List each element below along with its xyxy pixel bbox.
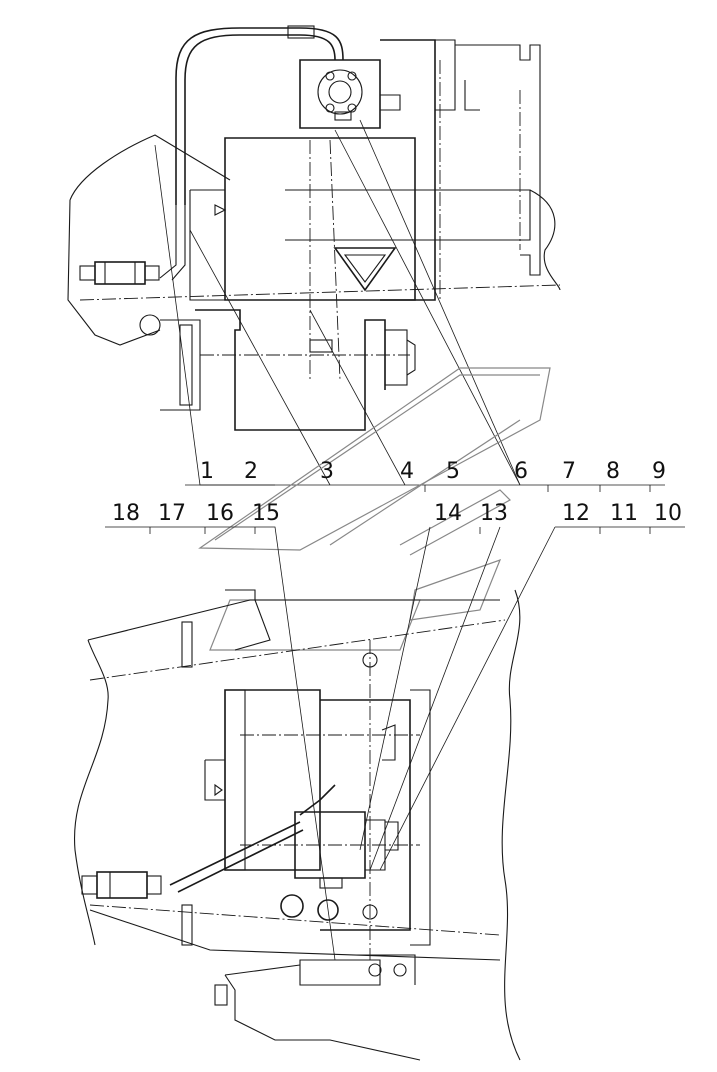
callout-numbers: 1 2 3 4 5 6 7 8 9 18 17 16 15 14 13 12 1… [112,459,682,526]
callout-7: 7 [562,459,576,484]
callout-6: 6 [514,459,528,484]
callout-8: 8 [606,459,620,484]
callout-11: 11 [610,501,638,526]
callout-3: 3 [320,459,334,484]
callout-12: 12 [562,501,590,526]
callout-4: 4 [400,459,414,484]
callout-15: 15 [252,501,280,526]
callout-10: 10 [654,501,682,526]
callout-2: 2 [244,459,258,484]
callout-5: 5 [446,459,460,484]
callout-17: 17 [158,501,186,526]
callout-9: 9 [652,459,666,484]
callout-18: 18 [112,501,140,526]
callout-1: 1 [200,459,214,484]
bottom-leader-lines [105,526,685,961]
callout-13: 13 [480,501,508,526]
callout-16: 16 [206,501,234,526]
bottom-assembly-view [73,589,521,1061]
top-assembly-view [67,25,561,431]
callout-14: 14 [434,501,462,526]
top-leader-lines [154,119,665,492]
